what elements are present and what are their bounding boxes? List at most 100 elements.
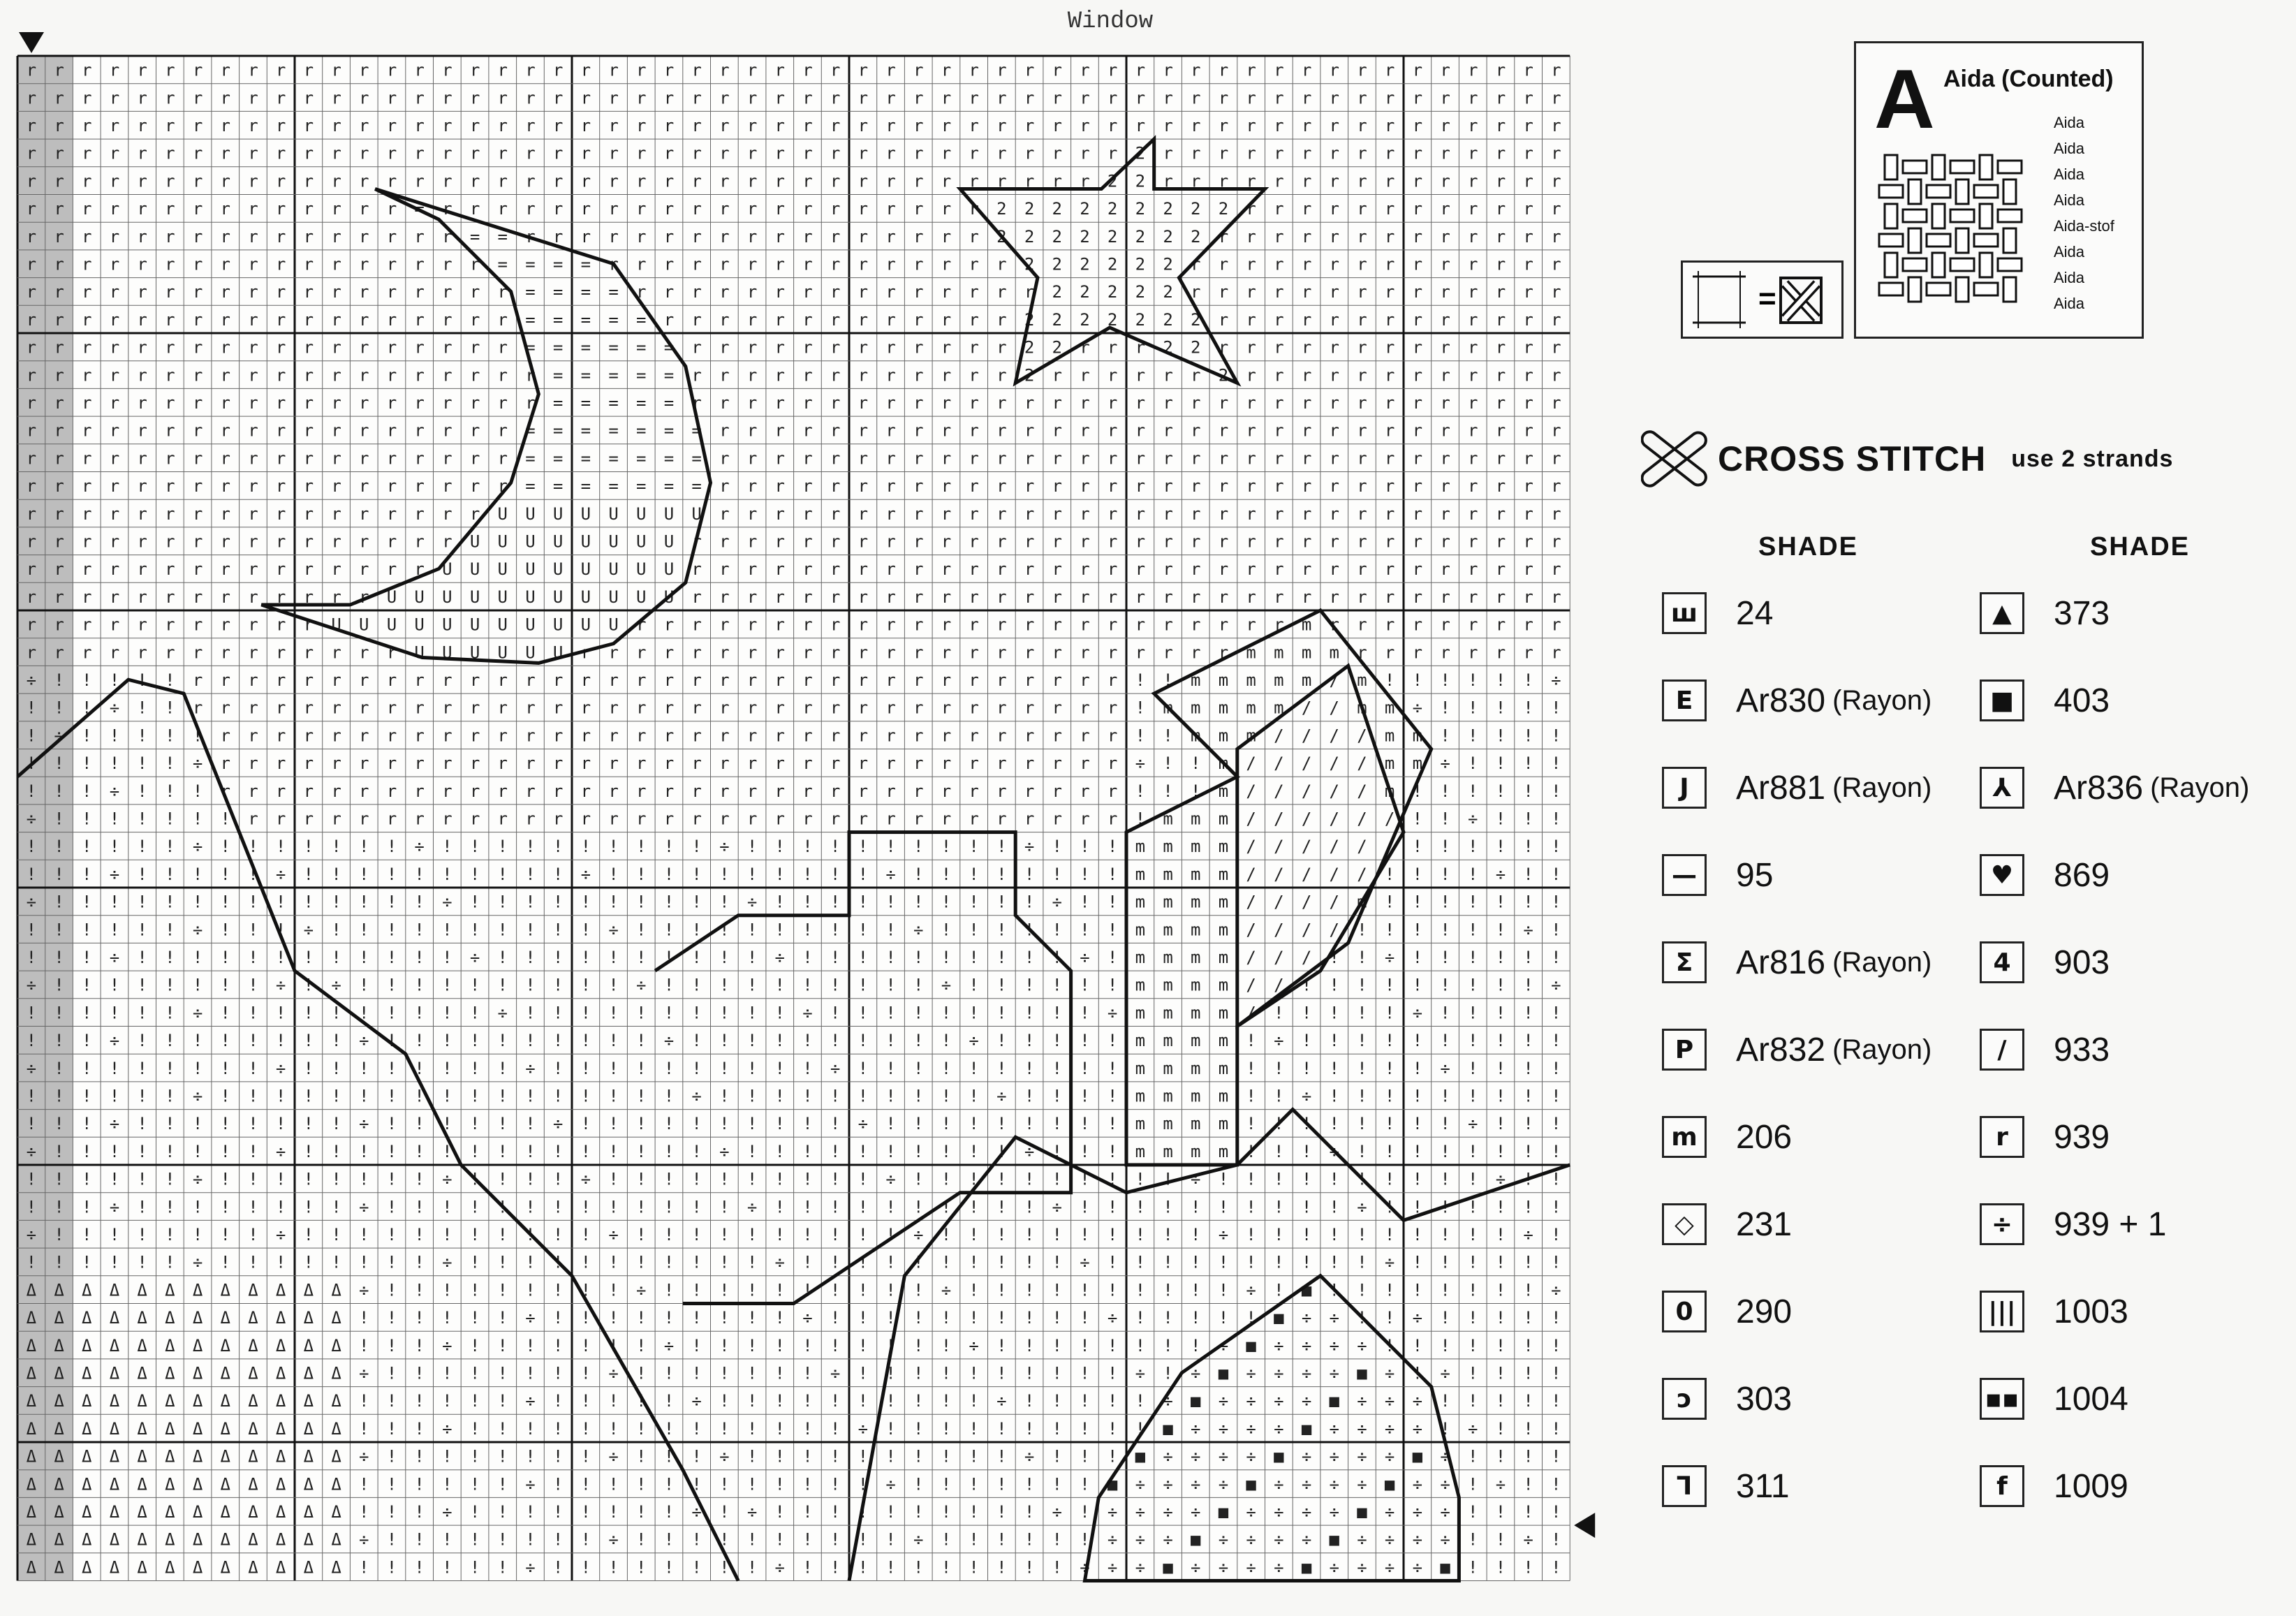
weave-thread bbox=[2002, 227, 2017, 254]
stitch-cell: ! bbox=[691, 1031, 701, 1050]
stitch-cell: r bbox=[664, 144, 674, 163]
stitch-cell: r bbox=[470, 282, 480, 302]
stitch-cell: r bbox=[941, 338, 951, 358]
stitch-cell: ÷ bbox=[1135, 1557, 1145, 1577]
stitch-cell: r bbox=[1024, 116, 1034, 135]
stitch-cell: ! bbox=[387, 1336, 397, 1356]
weave-thread bbox=[1973, 233, 1999, 248]
stitch-cell: ÷ bbox=[885, 1170, 895, 1189]
stitch-cell: ! bbox=[414, 1474, 424, 1494]
stitch-cell: ! bbox=[137, 1142, 147, 1161]
stitch-cell: r bbox=[1357, 88, 1367, 108]
stitch-cell: ! bbox=[193, 1059, 203, 1078]
stitch-cell: m bbox=[1219, 809, 1228, 828]
stitch-cell: ! bbox=[553, 1502, 563, 1522]
stitch-cell: r bbox=[1357, 531, 1367, 551]
stitch-cell: ! bbox=[387, 1557, 397, 1577]
stitch-cell: ! bbox=[1107, 920, 1117, 939]
stitch-cell: r bbox=[110, 171, 119, 191]
stitch-cell: ! bbox=[1523, 698, 1533, 718]
stitch-cell: ! bbox=[387, 1308, 397, 1328]
stitch-cell: ! bbox=[941, 893, 951, 912]
stitch-cell: ! bbox=[193, 948, 203, 967]
stitch-cell: r bbox=[1135, 531, 1145, 551]
stitch-cell: ! bbox=[414, 1253, 424, 1272]
stitch-cell: r bbox=[1107, 726, 1117, 745]
stitch-cell: ! bbox=[775, 865, 785, 884]
stitch-cell: ! bbox=[414, 976, 424, 995]
stitch-cell: ! bbox=[1440, 1253, 1450, 1272]
stitch-cell: ! bbox=[1246, 1086, 1256, 1106]
stitch-cell: ! bbox=[110, 809, 119, 828]
stitch-cell: r bbox=[941, 726, 951, 745]
stitch-cell: r bbox=[969, 144, 978, 163]
stitch-cell: r bbox=[221, 504, 230, 524]
stitch-cell: ! bbox=[498, 920, 508, 939]
stitch-cell: r bbox=[636, 781, 646, 801]
stitch-cell: ! bbox=[719, 1253, 729, 1272]
stitch-cell: ! bbox=[1551, 1336, 1561, 1356]
stitch-cell: r bbox=[913, 393, 923, 413]
stitch-cell: r bbox=[387, 726, 397, 745]
stitch-cell: r bbox=[691, 698, 701, 718]
stitch-cell: Δ bbox=[221, 1530, 231, 1550]
stitch-cell: r bbox=[1440, 476, 1450, 496]
stitch-cell: r bbox=[110, 338, 119, 358]
stitch-cell: ! bbox=[719, 1280, 729, 1300]
stitch-cell: ! bbox=[54, 754, 64, 773]
stitch-cell: r bbox=[193, 642, 203, 662]
stitch-cell: ! bbox=[165, 1086, 175, 1106]
stitch-cell: ! bbox=[442, 865, 452, 884]
stitch-cell: ! bbox=[885, 1308, 895, 1328]
stitch-cell: r bbox=[1551, 310, 1561, 330]
stitch-cell: U bbox=[498, 559, 508, 579]
stitch-cell: Δ bbox=[82, 1530, 92, 1550]
stitch-cell: = bbox=[691, 448, 701, 468]
stitch-cell: r bbox=[1440, 531, 1450, 551]
stitch-cell: r bbox=[996, 504, 1006, 524]
stitch-cell: r bbox=[137, 448, 147, 468]
stitch-cell: r bbox=[82, 587, 91, 607]
stitch-cell: 2 bbox=[1135, 310, 1145, 330]
stitch-cell: r bbox=[1191, 421, 1200, 441]
stitch-cell: Δ bbox=[82, 1308, 92, 1328]
stitch-cell: ! bbox=[1440, 1003, 1450, 1022]
stitch-cell: = bbox=[525, 476, 535, 496]
stitch-cell: r bbox=[1523, 504, 1533, 524]
stitch-cell: ! bbox=[304, 1031, 314, 1050]
stitch-cell: ! bbox=[1440, 948, 1450, 967]
stitch-cell: r bbox=[1357, 227, 1367, 247]
stitch-cell: Δ bbox=[110, 1474, 120, 1494]
stitch-cell: ÷ bbox=[830, 1059, 840, 1078]
stitch-cell: ! bbox=[941, 1086, 951, 1106]
stitch-cell: r bbox=[553, 116, 563, 135]
stitch-cell: ! bbox=[1080, 893, 1089, 912]
stitch-cell: ! bbox=[802, 1557, 812, 1577]
stitch-cell: ! bbox=[414, 1225, 424, 1244]
stitch-cell: r bbox=[885, 698, 895, 718]
stitch-cell: r bbox=[1496, 642, 1506, 662]
stitch-cell: ! bbox=[498, 1280, 508, 1300]
stitch-cell: ! bbox=[941, 865, 951, 884]
weave-thread bbox=[1996, 257, 2023, 272]
stitch-cell: ! bbox=[719, 1474, 729, 1494]
stitch-cell: r bbox=[193, 587, 203, 607]
stitch-cell: U bbox=[359, 615, 369, 635]
stitch-cell: r bbox=[1191, 282, 1200, 302]
stitch-cell: r bbox=[1052, 448, 1062, 468]
stitch-cell: ! bbox=[359, 1142, 369, 1161]
stitch-cell: r bbox=[1219, 254, 1228, 274]
stitch-cell: ! bbox=[553, 837, 563, 856]
stitch-cell: r bbox=[1107, 144, 1117, 163]
stitch-cell: r bbox=[193, 338, 203, 358]
stitch-cell: r bbox=[304, 670, 314, 690]
stitch-cell: ! bbox=[636, 1308, 646, 1328]
stitch-cell: r bbox=[387, 61, 397, 80]
stitch-cell: ! bbox=[969, 1114, 978, 1133]
stitch-cell: r bbox=[387, 421, 397, 441]
stitch-cell: r bbox=[996, 781, 1006, 801]
stitch-cell: r bbox=[1191, 88, 1200, 108]
stitch-cell: r bbox=[331, 726, 341, 745]
stitch-cell: ! bbox=[1468, 670, 1478, 690]
stitch-cell: ! bbox=[27, 1114, 36, 1133]
